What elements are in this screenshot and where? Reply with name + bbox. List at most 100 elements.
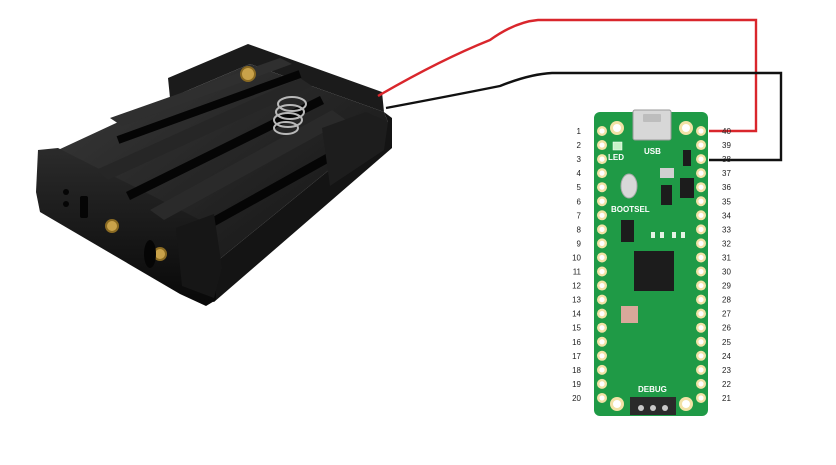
led-label: LED	[608, 153, 624, 162]
right-pin-25-hole	[698, 339, 704, 345]
contact-top-icon	[240, 66, 256, 82]
red-wire[interactable]	[377, 18, 758, 133]
mount-hole-tr-inner	[682, 124, 690, 132]
left-pin-16-number: 16	[572, 338, 581, 347]
right-pin-39-number: 39	[722, 141, 731, 150]
wires	[377, 18, 783, 162]
left-pin-13-hole	[599, 297, 605, 303]
left-pin-5-hole	[599, 184, 605, 190]
left-pin-20-number: 20	[572, 394, 581, 403]
debug-pin-1-icon	[638, 405, 644, 411]
right-pin-33-number: 33	[722, 225, 731, 234]
right-pin-31-number: 31	[722, 253, 731, 262]
left-pin-9-hole	[599, 240, 605, 246]
left-pin-5-number: 5	[577, 183, 582, 192]
left-pin-10-hole	[599, 254, 605, 261]
left-pin-16-hole	[599, 339, 605, 345]
pad-icon	[621, 306, 638, 323]
left-pin-10-number: 10	[572, 253, 581, 262]
right-pin-29-number: 29	[722, 282, 731, 291]
bootsel-button-icon[interactable]	[620, 173, 638, 199]
right-pin-27-number: 27	[722, 310, 731, 319]
left-pin-11-number: 11	[573, 268, 582, 277]
right-pin-24-number: 24	[722, 352, 731, 361]
right-pin-29-hole	[698, 282, 704, 289]
right-pin-38-hole	[698, 156, 704, 162]
holder-groove-2	[126, 95, 324, 201]
right-pin-39-hole	[698, 142, 704, 148]
right-pin-32-number: 32	[722, 239, 731, 248]
holder-front-face	[36, 148, 216, 306]
left-pin-9-number: 9	[577, 239, 582, 248]
left-pin-7-number: 7	[577, 211, 582, 220]
right-pin-26-hole	[698, 325, 704, 331]
right-pin-27-hole	[698, 311, 704, 317]
left-pin-20-hole	[599, 395, 605, 401]
rp2040-chip-icon	[634, 251, 674, 291]
usb-connector	[632, 109, 672, 141]
holder-front-cap	[176, 214, 222, 298]
left-pin-1-hole	[599, 128, 605, 134]
right-pin-34-hole	[698, 212, 704, 218]
right-pin-40-hole	[698, 128, 704, 134]
front-hole-1-icon	[63, 189, 69, 195]
right-pin-35-number: 35	[722, 197, 731, 206]
left-pin-18-hole	[599, 367, 605, 373]
right-pin-22-hole	[698, 381, 704, 387]
component-icon	[661, 185, 672, 205]
right-pin-33-hole	[698, 226, 704, 232]
contact-front-icon	[105, 219, 119, 233]
left-pin-11-hole	[599, 268, 605, 275]
right-pin-23-number: 23	[722, 366, 731, 375]
led-icon	[612, 141, 623, 151]
crystal-icon	[651, 232, 685, 238]
left-pin-15-number: 15	[572, 324, 581, 333]
debug-pin-3-icon	[662, 405, 668, 411]
left-pin-6-number: 6	[577, 197, 582, 206]
left-pin-13-number: 13	[572, 296, 581, 305]
left-pin-19-hole	[599, 381, 605, 387]
right-pin-21-hole	[698, 395, 704, 401]
right-pin-36-hole	[698, 184, 704, 190]
left-pin-17-hole	[599, 353, 605, 359]
holder-end-cap	[322, 112, 388, 186]
usb-label: USB	[644, 147, 661, 156]
right-pin-37-hole	[698, 170, 704, 176]
right-pin-23-hole	[698, 367, 704, 373]
right-pin-26-number: 26	[722, 324, 731, 333]
battery-holder	[36, 44, 392, 306]
right-pin-28-number: 28	[722, 296, 731, 305]
debug-pin-2-icon	[650, 405, 656, 411]
right-pin-40-number: 40	[722, 127, 731, 136]
component-2-icon	[680, 178, 694, 198]
holder-groove-1	[116, 70, 302, 144]
holder-back-wall	[168, 44, 384, 112]
right-pin-30-number: 30	[722, 268, 731, 277]
flash-chip-icon	[621, 220, 634, 242]
right-pin-28-hole	[698, 297, 704, 303]
mount-hole-br-inner	[682, 400, 690, 408]
right-pin-32-hole	[698, 240, 704, 246]
right-pin-36-number: 36	[722, 183, 731, 192]
right-pin-35-hole	[698, 198, 704, 204]
right-pin-38-number: 38	[722, 155, 731, 164]
mount-hole-bl-inner	[613, 400, 621, 408]
left-pin-3-number: 3	[577, 155, 582, 164]
left-pin-8-number: 8	[577, 225, 582, 234]
right-pin-31-hole	[698, 254, 704, 261]
regulator-icon	[683, 150, 691, 166]
front-hole-2-icon	[63, 201, 69, 207]
holder-divider-3	[150, 110, 346, 220]
left-pin-19-number: 19	[572, 380, 581, 389]
left-pin-17-number: 17	[572, 352, 581, 361]
holder-divider-2	[96, 78, 312, 180]
side-hole-icon	[144, 240, 156, 268]
right-pin-24-hole	[698, 353, 704, 359]
left-pin-1-number: 1	[577, 127, 582, 136]
black-wire[interactable]	[385, 71, 783, 162]
right-pin-22-number: 22	[722, 380, 731, 389]
right-pin-30-hole	[698, 268, 704, 275]
